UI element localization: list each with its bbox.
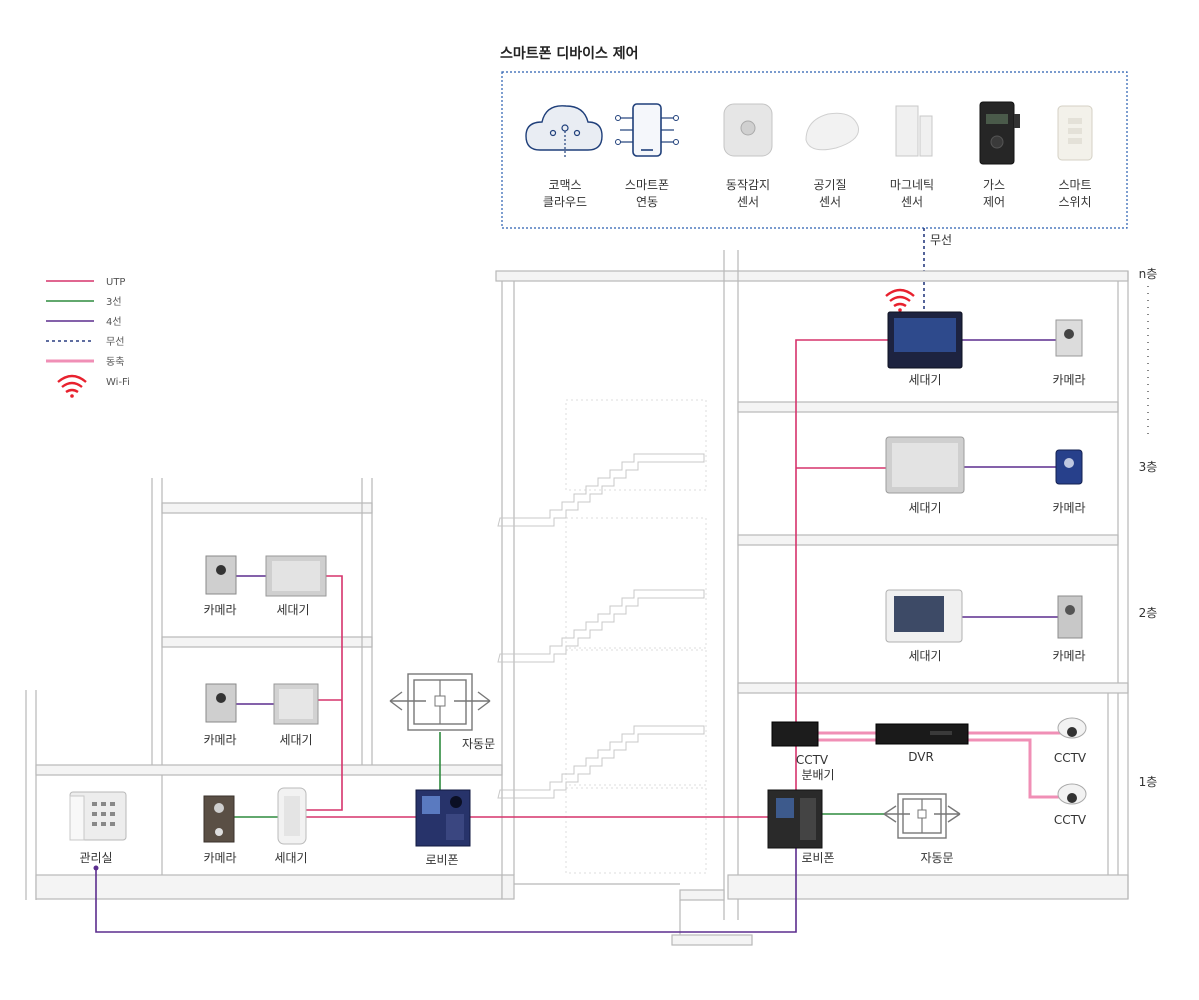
left-mid-monitor: [273, 683, 319, 725]
second-floor-camera-label: 카메라: [1052, 649, 1085, 663]
right-lobby-phone-label: 로비폰: [801, 851, 834, 865]
magnetic-sensor-label-line1: 마그네틱: [890, 178, 934, 192]
cloud-icon: [525, 105, 603, 158]
second-floor-camera: [1057, 595, 1083, 639]
left-auto-door: [389, 673, 491, 731]
legend-wireless-label: 무선: [106, 336, 124, 348]
third-floor-monitor: [885, 436, 965, 494]
right-auto-door: [883, 793, 961, 839]
cctv-splitter: [771, 721, 819, 747]
nth-floor-monitor-label: 세대기: [908, 373, 941, 387]
left-bottom-camera: [203, 795, 235, 843]
cctv-camera-1-label: CCTV: [1054, 751, 1087, 765]
cloud-label-line1: 코맥스: [548, 178, 581, 192]
smartphone-label-line2: 연동: [636, 195, 658, 209]
left-top-monitor-label: 세대기: [276, 603, 309, 617]
left-bottom-monitor: [277, 787, 307, 845]
left-bottom-camera-label: 카메라: [203, 851, 236, 865]
legend-wifi-label: Wi-Fi: [106, 377, 130, 388]
4wire-office: [95, 848, 797, 933]
left-lobby-phone-label: 로비폰: [425, 853, 458, 867]
smart-switch-icon: [1057, 105, 1093, 161]
magnetic-sensor-icon: [895, 105, 933, 157]
second-floor-monitor-label: 세대기: [908, 649, 941, 663]
gas-control-icon: [979, 101, 1020, 165]
smart-panel-title: 스마트폰 디바이스 제어: [500, 45, 639, 62]
left-auto-door-label: 자동문: [462, 737, 495, 751]
right-auto-door-label: 자동문: [920, 851, 953, 865]
floor-label-3: 3층: [1139, 460, 1158, 474]
smart-switch-label-line1: 스마트: [1058, 178, 1091, 192]
left-lobby-phone: [415, 789, 471, 847]
management-office-terminal: [69, 791, 127, 841]
motion-sensor-label-line1: 동작감지: [726, 178, 770, 192]
wifi-icon: [885, 288, 915, 312]
left-mid-camera: [205, 683, 237, 723]
left-mid-camera-label: 카메라: [203, 733, 236, 747]
nth-floor-monitor: [887, 311, 963, 369]
coax-cctv2: [818, 738, 1062, 799]
management-office-label: 관리실: [79, 851, 112, 865]
smartphone-label-line1: 스마트폰: [625, 178, 669, 192]
third-floor-camera: [1055, 449, 1083, 485]
smart-panel-border: [501, 71, 1128, 229]
utp-riser-nth: [795, 339, 890, 725]
air-quality-sensor-icon: [805, 112, 860, 151]
smart-switch-label-line2: 스위치: [1058, 195, 1091, 209]
stairs: [497, 399, 707, 874]
third-floor-camera-label: 카메라: [1052, 501, 1085, 515]
nth-floor-camera-label: 카메라: [1052, 373, 1085, 387]
legend-wifi-icon: [57, 374, 87, 398]
cctv-splitter-label-line1: CCTV: [796, 753, 829, 767]
gas-control-label-line2: 제어: [983, 195, 1005, 209]
left-bottom-monitor-label: 세대기: [274, 851, 307, 865]
nth-floor-camera: [1055, 319, 1083, 357]
legend-utp-label: UTP: [106, 277, 125, 288]
legend-3wire-label: 3선: [106, 296, 122, 308]
legend-coax-label: 동축: [106, 356, 124, 368]
gas-control-label-line1: 가스: [983, 178, 1005, 192]
smartphone-icon: [615, 103, 679, 157]
air-quality-sensor-label-line2: 센서: [819, 195, 841, 209]
second-floor-monitor: [885, 589, 963, 643]
cctv-camera-1: [1057, 717, 1087, 739]
left-top-camera-label: 카메라: [203, 603, 236, 617]
floor-label-2: 2층: [1139, 606, 1158, 620]
motion-sensor-icon: [723, 103, 773, 157]
floor-label-1: 1층: [1139, 775, 1158, 789]
utp-left-riser: [306, 575, 343, 811]
dvr: [875, 723, 969, 745]
office-connection-dot: [93, 865, 99, 871]
dvr-label: DVR: [908, 750, 934, 764]
air-quality-sensor-label-line1: 공기질: [813, 178, 846, 192]
right-lobby-phone: [767, 789, 823, 849]
motion-sensor-label-line2: 센서: [737, 195, 759, 209]
left-mid-monitor-label: 세대기: [279, 733, 312, 747]
left-top-camera: [205, 555, 237, 595]
floor-label-n: n층: [1139, 267, 1158, 281]
cctv-splitter-label-line2: 분배기: [801, 768, 834, 782]
legend-4wire-label: 4선: [106, 316, 122, 328]
third-floor-monitor-label: 세대기: [908, 501, 941, 515]
cloud-label-line2: 클라우드: [543, 195, 587, 209]
legend: UTP 3선 4선 무선 동축 Wi-Fi: [46, 277, 130, 398]
wireless-label: 무선: [930, 233, 952, 247]
left-top-monitor: [265, 555, 327, 597]
cctv-camera-2: [1057, 783, 1087, 805]
cctv-camera-2-label: CCTV: [1054, 813, 1087, 827]
magnetic-sensor-label-line2: 센서: [901, 195, 923, 209]
building-structure: [25, 250, 1129, 946]
